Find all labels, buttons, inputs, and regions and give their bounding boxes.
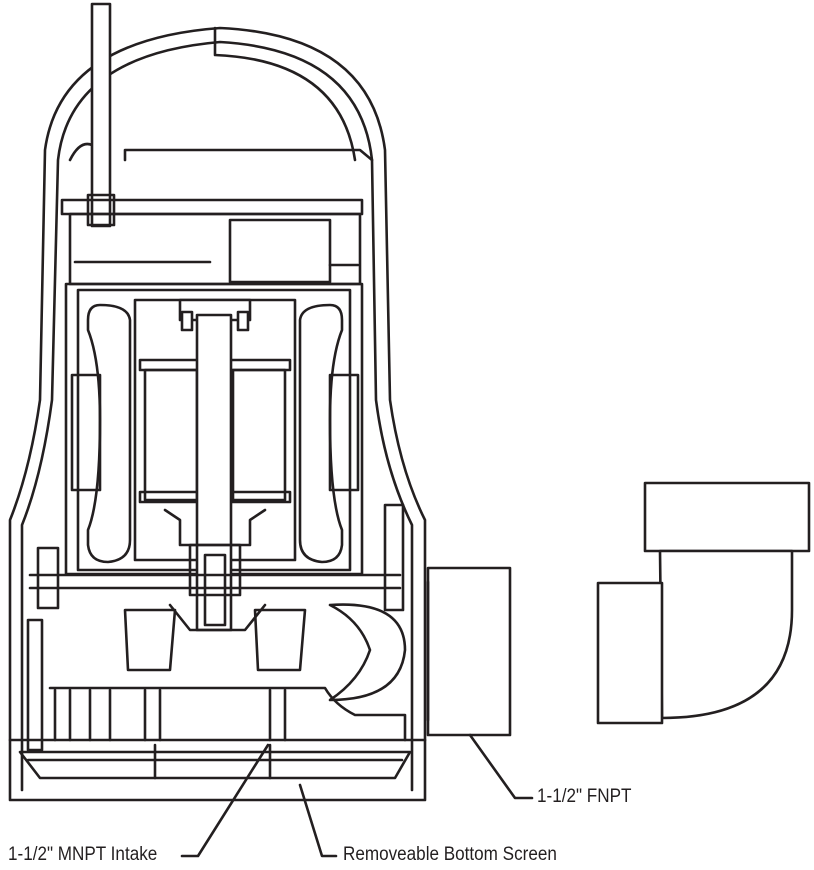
leader-lines — [180, 733, 534, 858]
motor-cap — [60, 198, 364, 576]
volute — [26, 503, 407, 752]
discharge-port — [426, 566, 512, 737]
bottom-screen — [8, 738, 427, 780]
discharge-label: 1-1/2" FNPT — [537, 786, 632, 807]
motor-shaft — [163, 313, 267, 632]
screen-label: Removeable Bottom Screen — [343, 844, 557, 865]
leader-discharge — [468, 733, 534, 800]
elbow-fitting — [596, 481, 811, 725]
cord-grip — [86, 2, 116, 228]
leader-screen — [298, 783, 338, 858]
leader-intake — [180, 743, 270, 858]
pump-housing — [8, 26, 427, 802]
intake-label: 1-1/2" MNPT Intake — [8, 844, 158, 865]
motor-windings — [70, 303, 360, 564]
